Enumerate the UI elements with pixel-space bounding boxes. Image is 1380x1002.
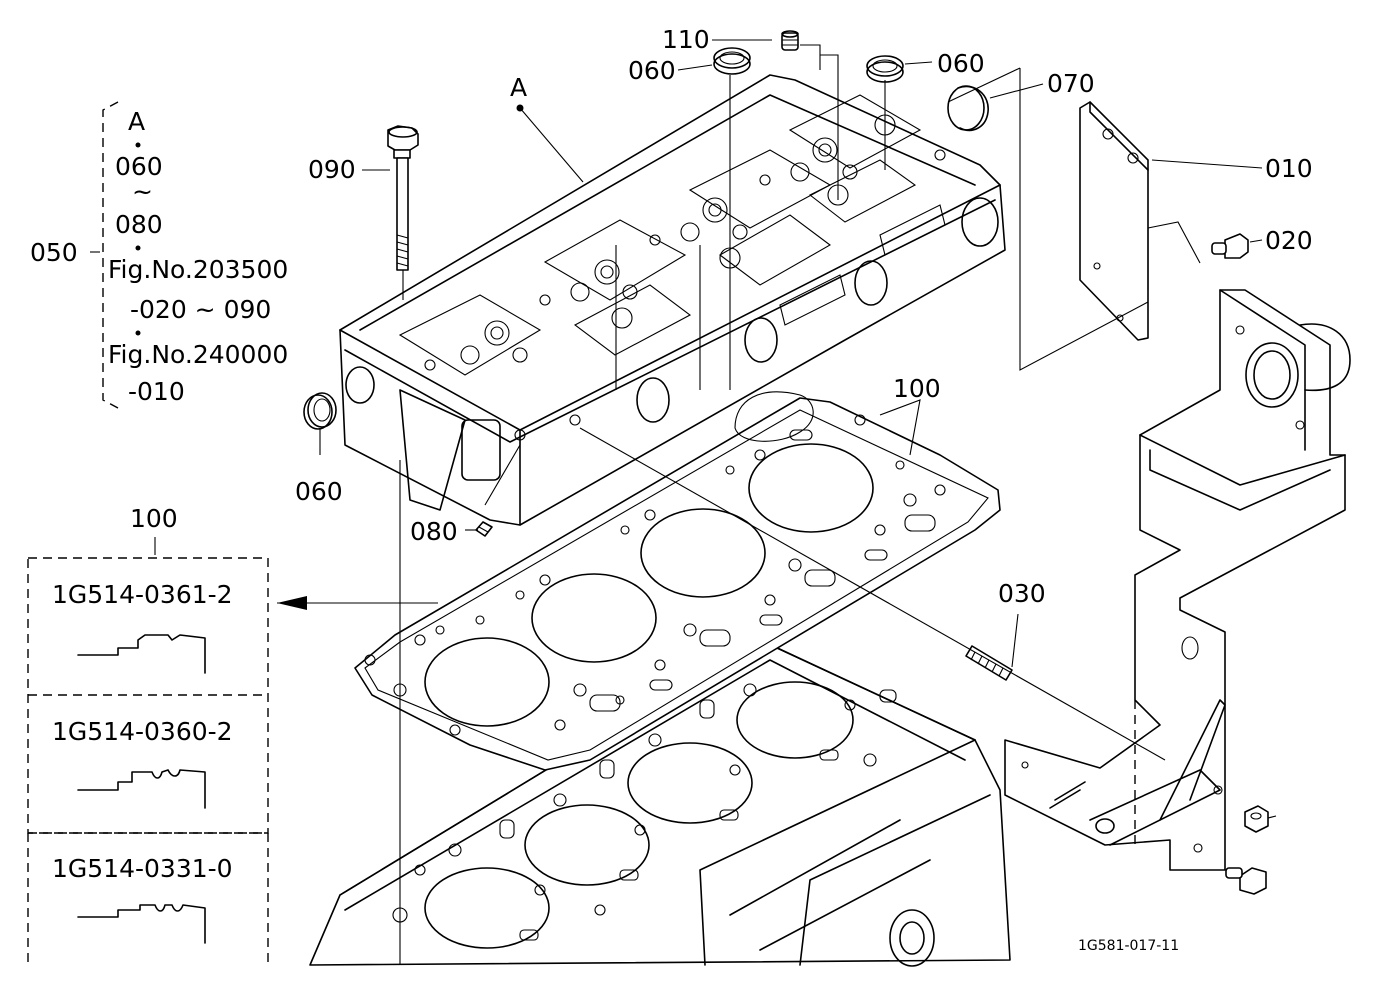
gasket-option-row: 1G514-0331-0 [52,854,233,944]
kit-note-line-6: -020 ~ 090 [130,295,271,324]
callout-090: 090 [308,155,356,184]
callout-070: 070 [1047,69,1095,98]
callout-020: 020 [1265,226,1313,255]
arrow-head [277,596,307,610]
kit-note-line-5: Fig.No.203500 [108,255,288,284]
kit-note-line-1: A [128,107,145,136]
seal-ring-060-top-right [866,55,904,83]
gasket-options-table: 1G514-0361-2 1G514-0360-2 1G514-0331-0 [27,557,269,968]
callout-060-left: 060 [295,477,343,506]
callout-100-table: 100 [130,504,178,533]
callout-080: 080 [410,517,458,546]
bolt-090 [387,125,419,271]
callout-060-top: 060 [628,56,676,85]
callout-010: 010 [1265,154,1313,183]
callout-060-top-right: 060 [937,49,985,78]
callout-labels: 110 060 060 070 A 010 020 090 050 100 06… [30,25,1313,954]
cylinder-head [339,74,1006,526]
nozzle-080 [475,521,493,537]
kit-note-line-8: -010 [128,377,185,406]
callout-050: 050 [30,238,78,267]
kit-note: A 060 ~ 080 Fig.No.203500 -020 ~ 090 Fig… [102,101,288,409]
bracket [1004,289,1351,871]
gasket-profile-1 [77,634,206,674]
gasket-option-row: 1G514-0361-2 [52,580,233,674]
callout-030: 030 [998,579,1046,608]
head-gasket [354,391,1001,771]
gasket-profile-2 [77,769,206,809]
callout-100-gasket: 100 [893,374,941,403]
seal-ring-060-left [303,392,337,430]
plug-070 [947,85,989,132]
drawing-code: 1G581-017-11 [1078,938,1179,954]
seal-ring-060-top [713,47,751,75]
gasket-part-number: 1G514-0361-2 [52,580,233,609]
gasket-part-number: 1G514-0360-2 [52,717,233,746]
kit-note-line-4: 080 [115,210,163,239]
kit-note-line-2: 060 [115,152,163,181]
bolt-020 [1211,233,1249,259]
kit-note-line-3: ~ [132,177,153,206]
leader-lines [90,39,1263,965]
bracket-nut [1244,805,1277,833]
gasket-option-row: 1G514-0360-2 [52,717,233,809]
callout-110: 110 [662,25,710,54]
gasket-profile-3 [77,904,206,944]
kit-note-line-7: Fig.No.240000 [108,340,288,369]
point-a-marker [516,104,524,112]
callout-a: A [510,73,527,102]
bracket-bolt [1225,867,1267,895]
plate-010 [1079,101,1149,341]
stud-030 [965,645,1013,681]
gasket-part-number: 1G514-0331-0 [52,854,233,883]
plug-110 [781,30,799,51]
cylinder-block [309,639,1011,967]
